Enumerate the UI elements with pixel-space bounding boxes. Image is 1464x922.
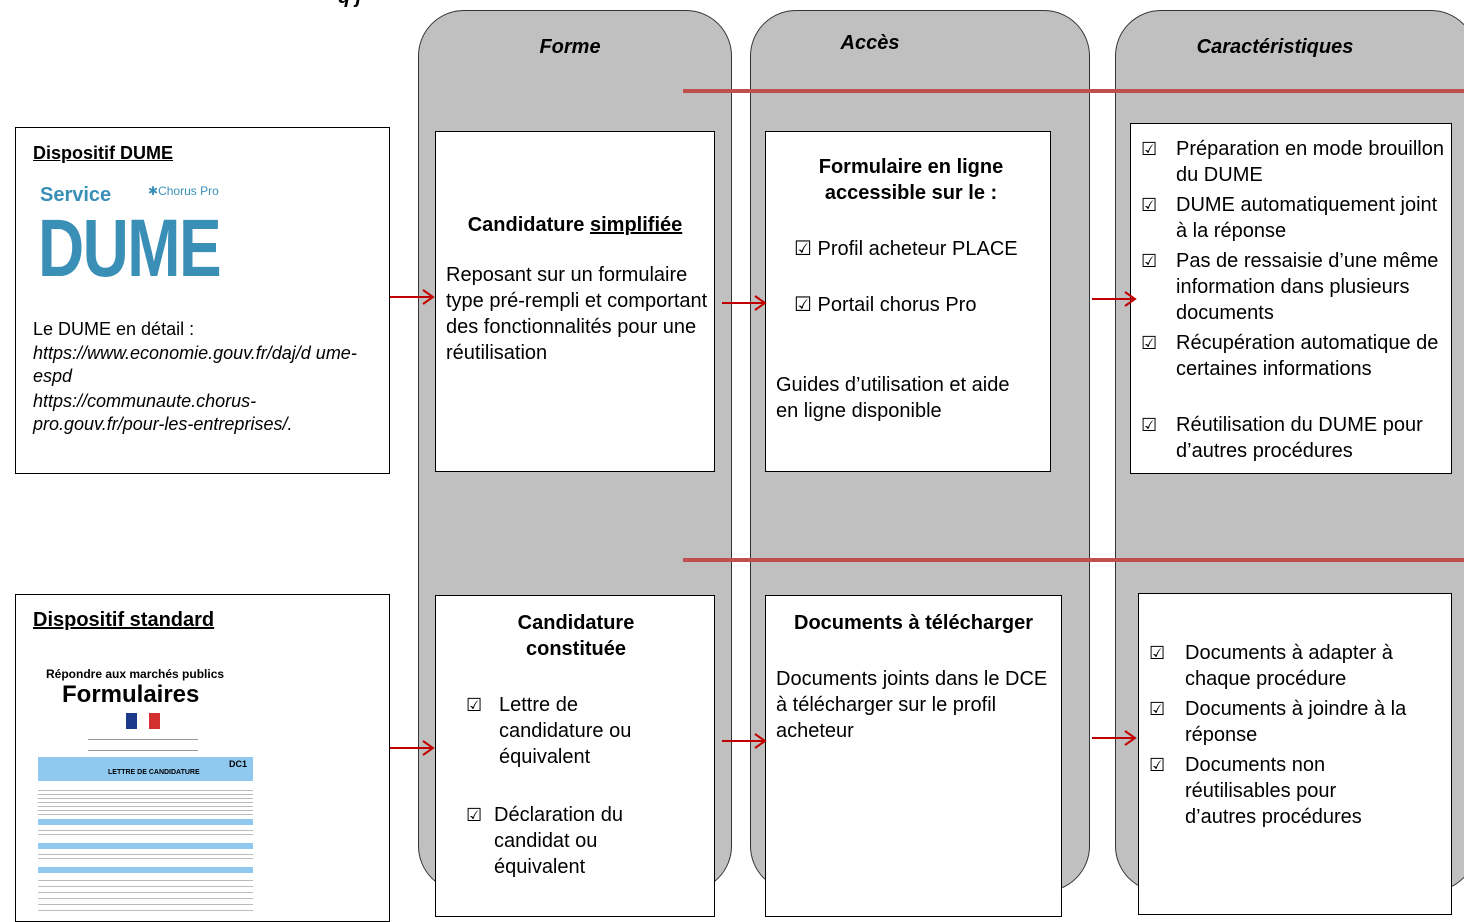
top-cut-text: q j bbox=[338, 0, 361, 9]
dume-logo-service: Service bbox=[40, 184, 112, 206]
column-header-forme: Forme bbox=[539, 36, 601, 58]
dume-link-economie[interactable]: https://www.economie.gouv.fr/daj/d ume-e… bbox=[33, 343, 357, 387]
checkbox-checked-icon: ☑ bbox=[466, 695, 483, 715]
thumbnail-text-block-4 bbox=[38, 875, 253, 915]
checkbox-checked-icon: ☑ bbox=[1149, 643, 1166, 663]
thumbnail-line1: Répondre aux marchés publics bbox=[46, 667, 225, 681]
checkbox-checked-icon: ☑ bbox=[1141, 251, 1158, 271]
checkbox-checked-icon: ☑ bbox=[794, 238, 812, 260]
separator-line-top bbox=[683, 89, 1464, 93]
column-header-acces: Accès bbox=[840, 32, 900, 54]
standard-forme-box: Candidature constituée ☑ Lettre de candi… bbox=[435, 595, 715, 917]
checkbox-checked-icon: ☑ bbox=[1141, 195, 1158, 215]
dume-carac-item-3: ☑ Pas de ressaisie d’une même informatio… bbox=[1141, 250, 1439, 324]
standard-title: Dispositif standard bbox=[33, 609, 215, 631]
checkbox-checked-icon: ☑ bbox=[1141, 415, 1158, 435]
checkbox-checked-icon: ☑ bbox=[466, 805, 483, 825]
dume-carac-box: ☑ Préparation en mode brouillon du DUME … bbox=[1130, 123, 1452, 474]
dume-forme-box: Candidature simplifiée Reposant sur un f… bbox=[435, 131, 715, 472]
thumbnail-ministry-lines bbox=[88, 739, 198, 751]
standard-carac-item-1: ☑ Documents à adapter à chaque procédure bbox=[1149, 642, 1393, 690]
checkbox-checked-icon: ☑ bbox=[1141, 333, 1158, 353]
thumbnail-band-c bbox=[38, 867, 253, 873]
separator-line-middle bbox=[683, 558, 1464, 562]
arrow-dume-acces-to-carac bbox=[1092, 291, 1137, 307]
standard-forme-title: Candidature constituée bbox=[517, 612, 635, 660]
arrow-standard-forme-to-acces bbox=[722, 733, 767, 749]
dume-link-chorus[interactable]: https://communaute.chorus-pro.gouv.fr/po… bbox=[33, 391, 293, 435]
checkbox-checked-icon: ☑ bbox=[1149, 755, 1166, 775]
arrow-standard-to-forme bbox=[390, 740, 435, 756]
dume-logo: Service ✱Chorus Pro DUME bbox=[38, 178, 248, 298]
dume-acces-title: Formulaire en ligne accessible sur le : bbox=[818, 156, 1004, 204]
standard-description-box: Dispositif standard Répondre aux marchés… bbox=[15, 594, 390, 922]
dume-carac-item-4: ☑ Récupération automatique de certaines … bbox=[1141, 332, 1439, 380]
chorus-pro-icon: ✱ bbox=[148, 184, 159, 198]
checkbox-checked-icon: ☑ bbox=[1149, 699, 1166, 719]
thumbnail-text-block-3 bbox=[38, 851, 253, 861]
thumbnail-text-block-2 bbox=[38, 827, 253, 837]
arrow-dume-to-forme bbox=[390, 289, 435, 305]
formulaires-thumbnail: Répondre aux marchés publics Formulaires… bbox=[28, 657, 260, 919]
thumbnail-text-block bbox=[38, 787, 253, 815]
standard-acces-box: Documents à télécharger Documents joints… bbox=[765, 595, 1062, 917]
thumbnail-line2: Formulaires bbox=[62, 681, 200, 708]
standard-carac-item-2: ☑ Documents à joindre à la réponse bbox=[1149, 698, 1407, 746]
thumbnail-band-a bbox=[38, 819, 253, 825]
dume-forme-title: Candidature simplifiée bbox=[467, 214, 683, 236]
dume-acces-item-2: ☑ Portail chorus Pro bbox=[794, 294, 977, 316]
dume-description-box: Dispositif DUME Service ✱Chorus Pro DUME… bbox=[15, 127, 390, 474]
dume-logo-text: DUME bbox=[38, 203, 222, 294]
standard-acces-text: Documents joints dans le DCE à télécharg… bbox=[776, 668, 1048, 742]
standard-forme-item-2: ☑ Déclaration du candidat ou équivalent bbox=[466, 804, 623, 878]
checkbox-checked-icon: ☑ bbox=[1141, 139, 1158, 159]
french-flag-icon bbox=[126, 713, 160, 729]
standard-forme-item-1: ☑ Lettre de candidature ou équivalent bbox=[466, 694, 632, 768]
dume-title: Dispositif DUME bbox=[33, 143, 174, 163]
dume-carac-item-5: ☑ Réutilisation du DUME pour d’autres pr… bbox=[1141, 414, 1423, 462]
dume-forme-text: Reposant sur un formulaire type pré-remp… bbox=[446, 264, 708, 364]
checkbox-checked-icon: ☑ bbox=[794, 294, 812, 316]
dume-carac-item-1: ☑ Préparation en mode brouillon du DUME bbox=[1141, 138, 1444, 186]
dume-acces-box: Formulaire en ligne accessible sur le : … bbox=[765, 131, 1051, 472]
standard-acces-title: Documents à télécharger bbox=[794, 612, 1033, 634]
chorus-pro-logo: ✱Chorus Pro bbox=[148, 184, 219, 198]
thumbnail-band-b bbox=[38, 843, 253, 849]
dume-carac-item-2: ☑ DUME automatiquement joint à la répons… bbox=[1141, 194, 1438, 242]
dume-detail-label: Le DUME en détail : bbox=[33, 319, 195, 339]
thumbnail-header-band: DC1 LETTRE DE CANDIDATURE bbox=[38, 757, 253, 781]
arrow-dume-forme-to-acces bbox=[722, 295, 767, 311]
dume-acces-footer: Guides d’utilisation et aide en ligne di… bbox=[776, 374, 1010, 422]
arrow-standard-acces-to-carac bbox=[1092, 730, 1137, 746]
standard-carac-box: ☑ Documents à adapter à chaque procédure… bbox=[1138, 593, 1452, 915]
dume-acces-item-1: ☑ Profil acheteur PLACE bbox=[794, 238, 1018, 260]
column-header-caracteristiques: Caractéristiques bbox=[1196, 36, 1354, 58]
thumbnail-doc-code: DC1 bbox=[228, 759, 247, 769]
thumbnail-doc-title: LETTRE DE CANDIDATURE bbox=[108, 769, 200, 776]
standard-carac-item-3: ☑ Documents non réutilisables pour d’aut… bbox=[1149, 754, 1362, 828]
